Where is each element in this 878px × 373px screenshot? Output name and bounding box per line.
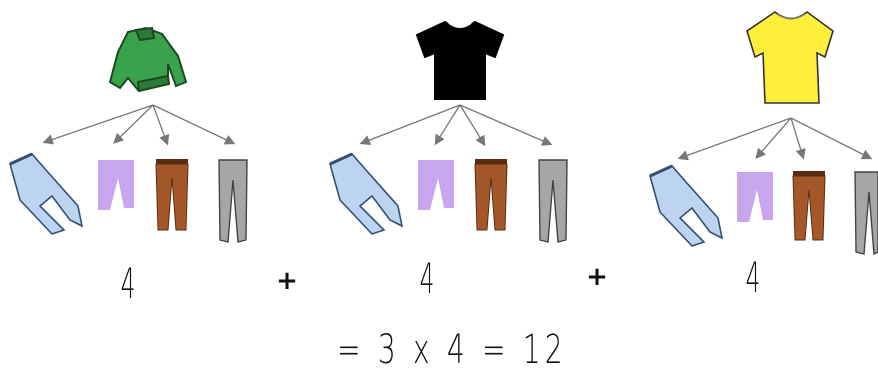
tshirt-icon	[415, 20, 505, 100]
jeans-icon	[649, 164, 724, 247]
pants-icon	[854, 171, 878, 256]
group-1-count: 4	[120, 259, 136, 308]
tshirt-icon	[746, 10, 834, 104]
group-2-arrows	[359, 104, 553, 147]
group-3-arrows	[677, 117, 873, 161]
group-2-count: 4	[419, 254, 435, 303]
plus-sign: +	[586, 262, 608, 292]
pants-icon	[418, 160, 454, 210]
pants-icon	[155, 159, 189, 231]
pants-icon	[737, 172, 773, 222]
pants-icon	[98, 160, 134, 210]
pants-icon	[792, 171, 826, 241]
equation: = 3 x 4 = 12	[337, 327, 567, 373]
pants-icon	[218, 159, 248, 243]
group-1-arrows	[42, 104, 236, 146]
plus-sign: +	[276, 266, 298, 296]
jeans-icon	[329, 152, 404, 235]
pants-icon	[538, 159, 568, 243]
group-3-count: 4	[745, 253, 761, 302]
jeans-icon	[9, 152, 84, 235]
pants-icon	[474, 159, 508, 231]
sweater-icon	[108, 26, 188, 93]
